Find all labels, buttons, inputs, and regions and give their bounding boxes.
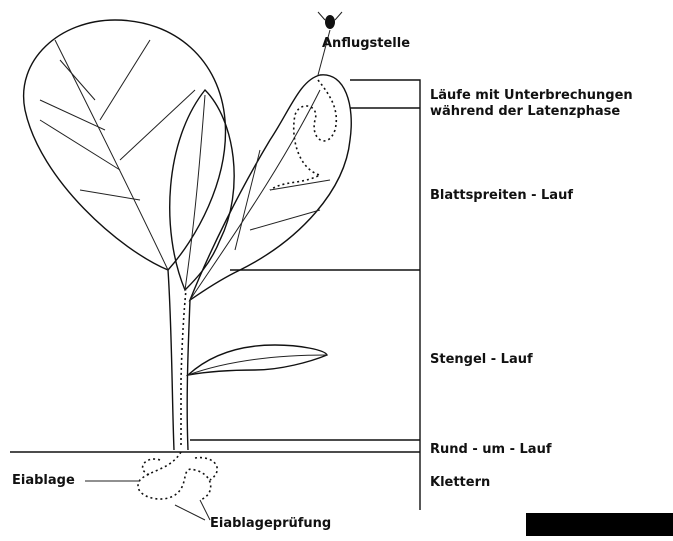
left-leaf-vein xyxy=(55,40,168,270)
label-latency-1: Läufe mit Unterbrechungen xyxy=(430,88,633,104)
middle-leaf xyxy=(170,90,234,290)
fly-icon xyxy=(318,12,342,29)
left-leaf xyxy=(24,20,226,270)
right-leaf xyxy=(190,75,351,300)
black-redaction-bar xyxy=(526,513,673,536)
stem-walk-path xyxy=(181,290,186,445)
label-oviposition: Eiablage xyxy=(12,473,75,489)
label-landing: Anflugstelle xyxy=(322,36,410,52)
stem xyxy=(168,270,174,450)
oviposition-test-pointer-2 xyxy=(200,500,210,520)
side-leaf xyxy=(188,345,327,375)
label-latency-2: während der Latenzphase xyxy=(430,104,620,120)
label-leaf-walk: Blattspreiten - Lauf xyxy=(430,188,573,204)
label-climbing: Klettern xyxy=(430,475,490,491)
label-stem-walk: Stengel - Lauf xyxy=(430,352,533,368)
label-round-walk: Rund - um - Lauf xyxy=(430,442,552,458)
oviposition-test-pointer-1 xyxy=(175,505,205,520)
label-oviposition-test: Eiablageprüfung xyxy=(210,516,331,532)
leaf-walk-path xyxy=(270,80,336,190)
